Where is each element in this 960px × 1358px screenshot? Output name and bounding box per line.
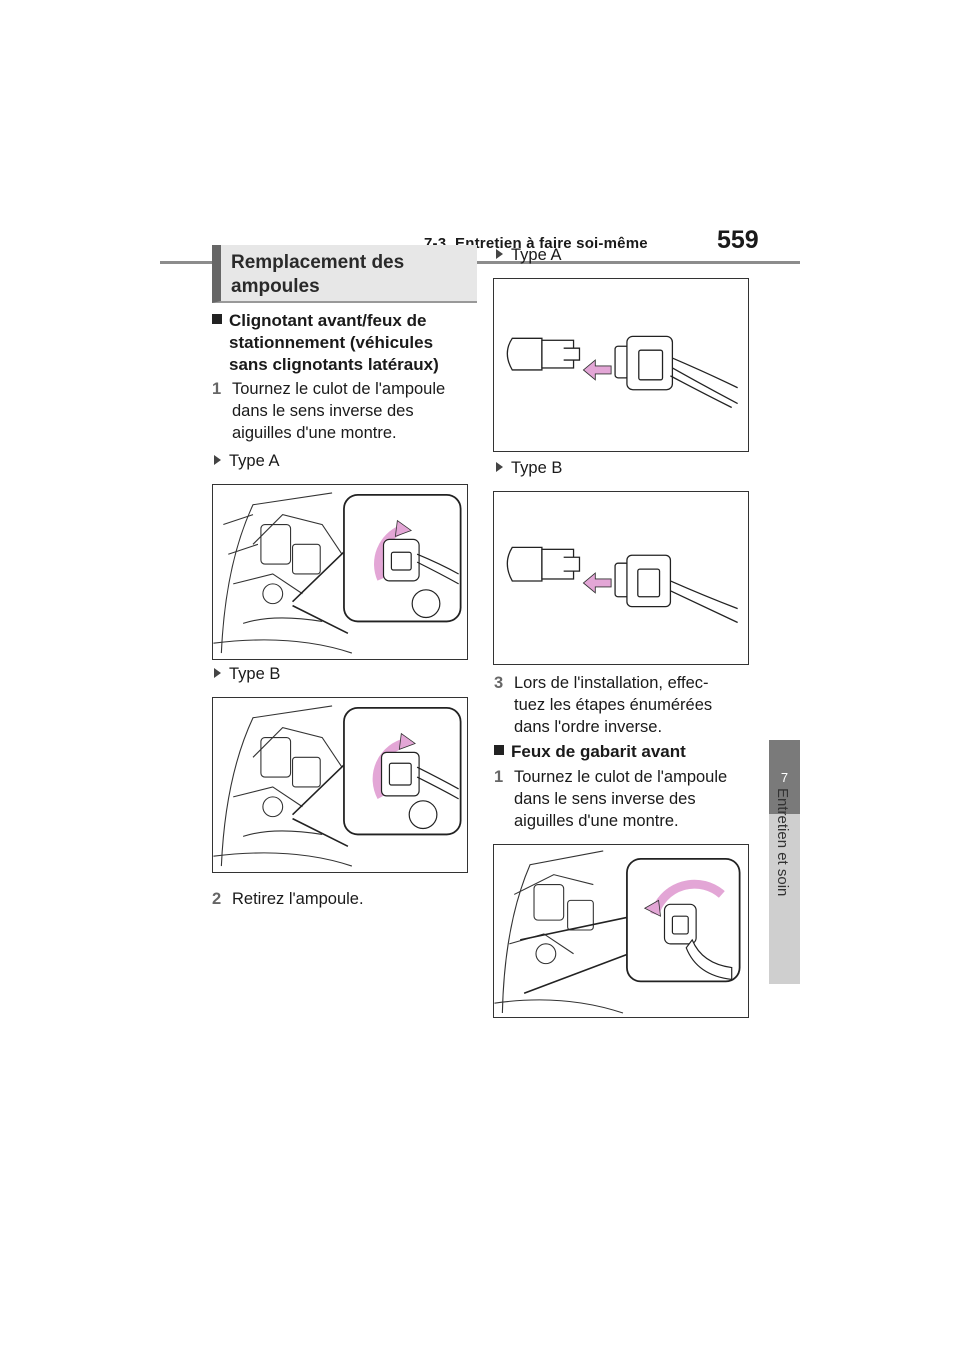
triangle-bullet-icon xyxy=(496,462,503,472)
step-number: 3 xyxy=(494,674,504,692)
chapter-tab: 7 xyxy=(769,740,800,814)
illustration-bulb-removal-type-a xyxy=(493,278,749,452)
type-a-label: Type A xyxy=(214,450,279,472)
step-number: 1 xyxy=(212,380,222,398)
illustration-engine-bay-type-b xyxy=(212,697,468,873)
header-rule xyxy=(160,261,800,264)
type-b-label-right: Type B xyxy=(496,457,562,479)
chapter-number: 7 xyxy=(780,769,789,785)
step-number: 1 xyxy=(494,768,504,786)
illustration-engine-bay-type-a xyxy=(212,484,468,660)
triangle-bullet-icon xyxy=(214,668,221,678)
page-number: 559 xyxy=(717,226,759,254)
chapter-tab-bar xyxy=(769,814,800,984)
subheading-side-marker: Feux de gabarit avant xyxy=(494,741,686,763)
type-b-label: Type B xyxy=(214,663,280,685)
square-bullet-icon xyxy=(494,745,504,755)
illustration-side-marker-engine-bay xyxy=(493,844,749,1018)
square-bullet-icon xyxy=(212,314,222,324)
chapter-label: Entretien et soin xyxy=(774,788,791,897)
illustration-bulb-removal-type-b xyxy=(493,491,749,665)
section-title-line: Remplacement des xyxy=(231,252,405,273)
triangle-bullet-icon xyxy=(214,455,221,465)
step-number: 2 xyxy=(212,890,222,908)
type-a-label-right: Type A xyxy=(496,244,561,266)
section-heading: Remplacement des ampoules xyxy=(212,245,477,303)
triangle-bullet-icon xyxy=(496,249,503,259)
subheading-turn-signal: Clignotant avant/feux de stationnement (… xyxy=(212,310,472,376)
section-title-line: ampoules xyxy=(231,276,320,297)
running-header: 7-3. Entretien à faire soi-même xyxy=(424,235,648,252)
